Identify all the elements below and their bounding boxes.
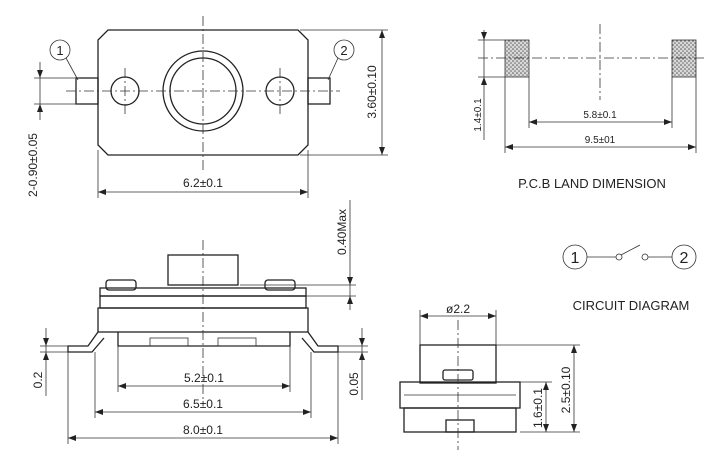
circuit-diagram-title: CIRCUIT DIAGRAM bbox=[573, 298, 690, 313]
side-inner-dim: 5.2±0.1 bbox=[184, 371, 224, 385]
circuit-diagram: 1 2 CIRCUIT DIAGRAM bbox=[562, 244, 697, 313]
pin2-label: 2 bbox=[340, 43, 347, 58]
land-outer-dim: 9.5±01 bbox=[585, 135, 616, 146]
standoff-dim: 0.2 bbox=[31, 371, 45, 388]
pin2-callout bbox=[333, 39, 355, 61]
contact-right bbox=[641, 253, 649, 261]
end-lead bbox=[445, 419, 475, 433]
top-view: 1 2 6.2±0.1 3.60±0.10 2-0.90±0.05 bbox=[26, 16, 388, 198]
circuit-pin2-label: 2 bbox=[680, 250, 689, 267]
side-base bbox=[117, 332, 291, 347]
pcb-land-title: P.C.B LAND DIMENSION bbox=[518, 176, 666, 191]
pin1-label: 1 bbox=[56, 43, 63, 58]
land-inner-dim: 5.8±0.1 bbox=[583, 110, 617, 121]
circuit-pin1-label: 1 bbox=[571, 250, 580, 267]
land-pad-right bbox=[671, 39, 697, 78]
land-pad-left bbox=[504, 39, 530, 78]
side-view: 0.40Max 0.2 0.05 5.2±0.1 6.5±0.1 8.0±0.1 bbox=[31, 200, 368, 444]
lead-dim: 0.05 bbox=[347, 372, 361, 396]
actuator-max-dim: 0.40Max bbox=[335, 209, 349, 255]
side-overall-dim: 8.0±0.1 bbox=[183, 423, 223, 437]
top-width-dim: 6.2±0.1 bbox=[183, 176, 223, 190]
contact-left bbox=[615, 253, 623, 261]
switch-lever bbox=[620, 244, 641, 256]
side-cap-left bbox=[105, 279, 137, 291]
land-height-dim: 1.4±0.1 bbox=[473, 98, 484, 132]
end-total-height-dim: 2.5±0.10 bbox=[559, 366, 573, 413]
pin-pitch-dim: 2-0.90±0.05 bbox=[26, 133, 40, 197]
pin1-callout bbox=[49, 39, 71, 61]
circuit-pin2-circle bbox=[671, 244, 697, 270]
switch-body-outline bbox=[97, 29, 309, 156]
side-mid-dim: 6.5±0.1 bbox=[183, 397, 223, 411]
side-lead-left bbox=[67, 331, 105, 353]
end-view: ø2.2 1.6±0.1 2.5±0.10 bbox=[399, 302, 580, 450]
end-body-height-dim: 1.6±0.1 bbox=[531, 388, 545, 428]
pcb-land-view: 1.4±0.1 5.8±0.1 9.5±01 P.C.B LAND DIMENS… bbox=[473, 24, 706, 191]
end-diameter-dim: ø2.2 bbox=[446, 302, 470, 316]
side-lead-right bbox=[301, 331, 339, 353]
top-height-dim: 3.60±0.10 bbox=[365, 65, 379, 119]
